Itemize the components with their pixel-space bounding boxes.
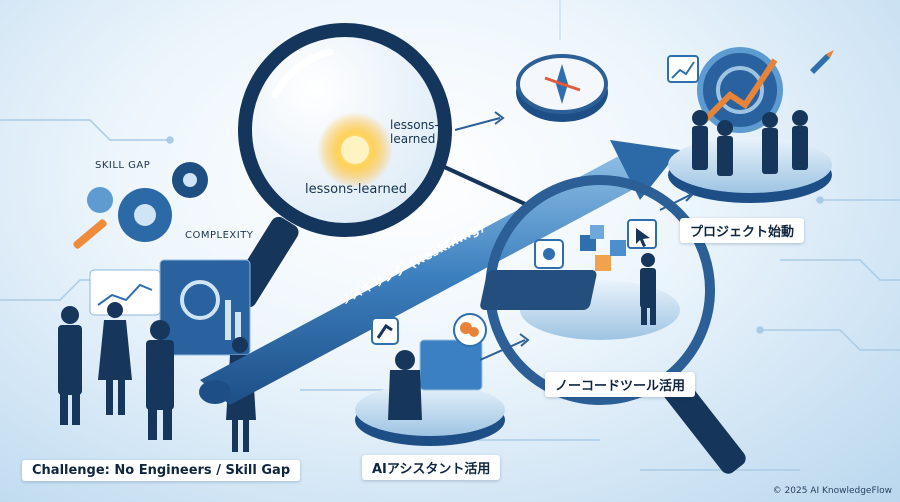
chart-panel xyxy=(89,259,251,356)
ai-assistant-label: AIアシスタント活用 xyxy=(362,455,501,480)
reskilling-arrow xyxy=(199,140,680,405)
project-launch-label: プロジェクト始動 xyxy=(680,218,805,243)
brain-icon xyxy=(453,313,487,347)
complexity-label: COMPLEXITY xyxy=(185,230,254,241)
project-platform xyxy=(668,47,832,203)
lessons-learned-bottom: lessons-learned xyxy=(305,182,407,197)
nocode-platform xyxy=(480,225,626,310)
wrench-icon xyxy=(73,219,107,249)
sun-icon xyxy=(317,112,393,188)
gear-icon xyxy=(87,162,208,242)
ai-assistant-platform xyxy=(355,339,505,446)
nocode-person xyxy=(640,253,656,325)
cursor-icon xyxy=(627,219,657,249)
puzzle-icon xyxy=(534,239,564,269)
nocode-label: ノーコードツール活用 xyxy=(545,372,696,397)
skill-gap-label: SKILL GAP xyxy=(95,160,151,171)
challenge-label: Challenge: No Engineers / Skill Gap xyxy=(22,460,301,481)
compass-icon xyxy=(516,54,608,122)
rocket-icon xyxy=(810,50,834,74)
lessons-learned-top: lessons- learned xyxy=(390,118,439,146)
chart-icon xyxy=(667,55,699,83)
copyright-text: © 2025 AI KnowledgeFlow xyxy=(772,486,892,496)
robot-arm-icon xyxy=(371,317,399,345)
flow-arrows xyxy=(454,111,694,361)
